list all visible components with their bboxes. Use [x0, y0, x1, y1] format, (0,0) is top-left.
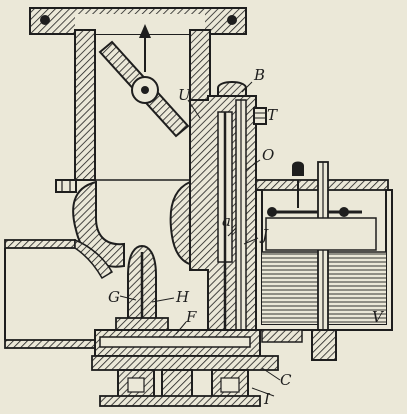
- side-screw: [55, 179, 77, 193]
- label-b: B: [253, 66, 265, 84]
- top-flange: [29, 7, 247, 35]
- base-passage-f: [91, 329, 279, 371]
- label-u: U: [178, 86, 192, 104]
- label-h: H: [175, 288, 190, 306]
- bowl-fittings: [261, 329, 337, 361]
- label-j: J: [259, 226, 269, 244]
- label-g: G: [108, 288, 120, 306]
- label-v: V: [372, 308, 385, 326]
- up-arrow-icon: [139, 24, 151, 72]
- leader-lines: [119, 81, 281, 397]
- part-labels: B T U O J a G H F C I V: [108, 66, 385, 408]
- bottom-plugs: [99, 369, 261, 407]
- label-a: a: [222, 212, 231, 230]
- label-o: O: [262, 146, 274, 164]
- central-body: [189, 95, 257, 350]
- float: [265, 217, 377, 251]
- label-f: F: [185, 308, 197, 326]
- throttle-butterfly: [98, 40, 190, 138]
- label-i: I: [263, 390, 271, 408]
- screw-t: [253, 107, 267, 125]
- top-cap-b: [217, 81, 247, 97]
- label-t: T: [267, 106, 278, 124]
- label-c: C: [280, 371, 292, 389]
